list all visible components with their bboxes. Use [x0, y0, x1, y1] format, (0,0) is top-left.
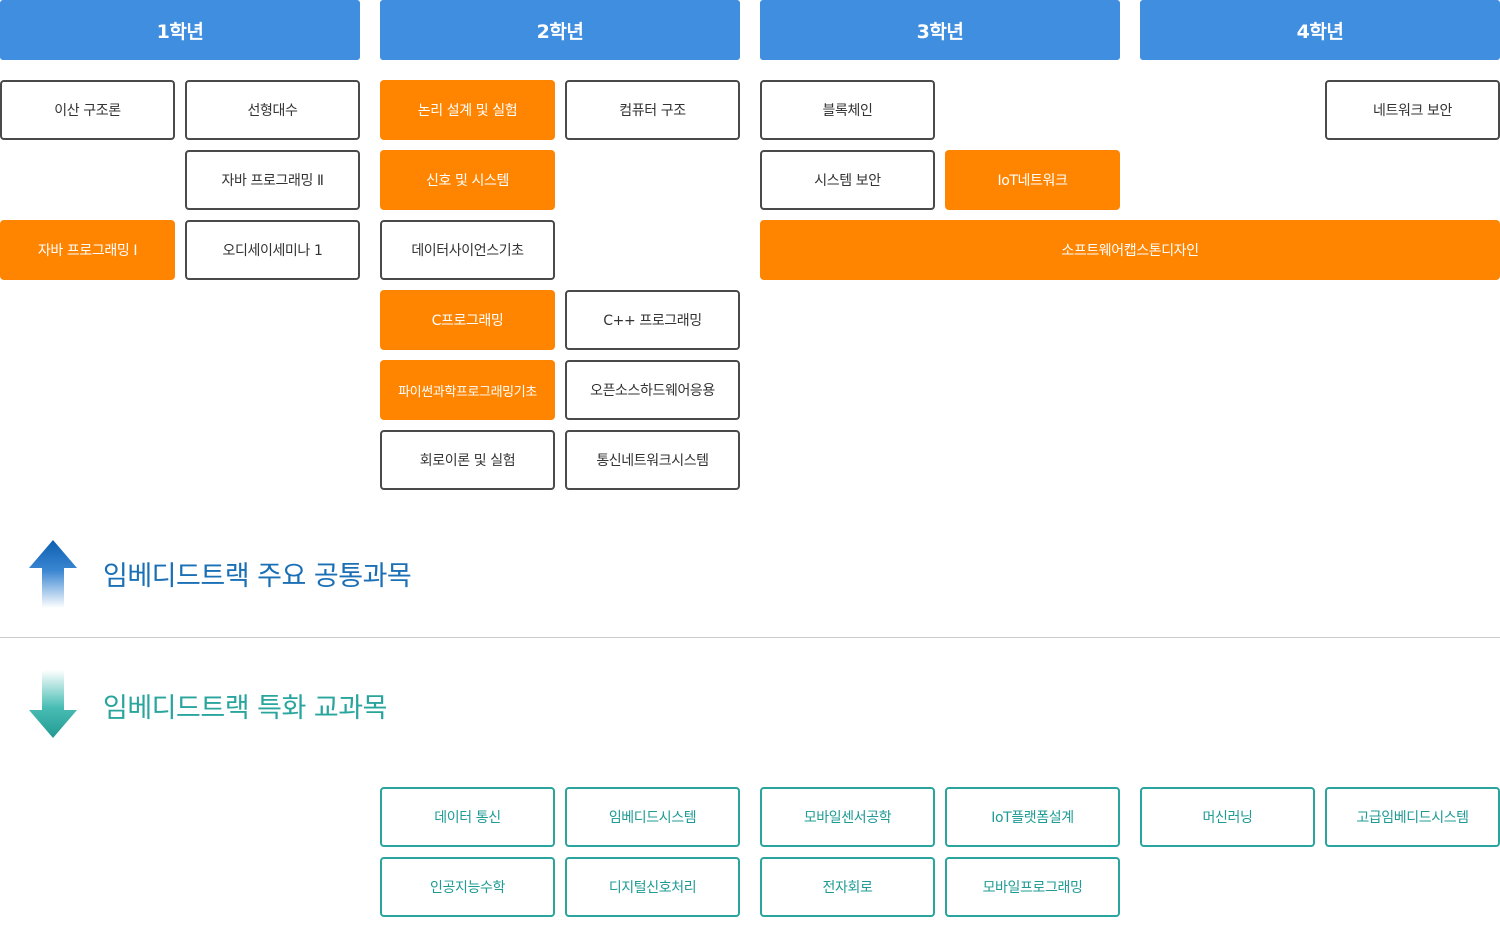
course-c-prog: C프로그래밍: [380, 290, 555, 350]
course-java2: 자바 프로그래밍 Ⅱ: [185, 150, 360, 210]
year-header-3: 3학년: [760, 0, 1120, 60]
arrow-up-icon: [29, 540, 77, 608]
course-comm-net: 통신네트워크시스템: [565, 430, 740, 490]
course-net-security: 네트워크 보안: [1325, 80, 1500, 140]
special-adv-embedded: 고급임베디드시스템: [1325, 787, 1500, 847]
course-comp-arch: 컴퓨터 구조: [565, 80, 740, 140]
special-mobile-prog: 모바일프로그래밍: [945, 857, 1120, 917]
legend-special-label: 임베디드트랙 특화 교과목: [103, 693, 387, 724]
course-capstone: 소프트웨어캡스톤디자인: [760, 220, 1500, 280]
course-blockchain: 블록체인: [760, 80, 935, 140]
course-logic-design: 논리 설계 및 실험: [380, 80, 555, 140]
special-data-comm: 데이터 통신: [380, 787, 555, 847]
course-python-sci: 파이썬과학프로그래밍기초: [380, 360, 555, 420]
course-circuit: 회로이론 및 실험: [380, 430, 555, 490]
course-signals: 신호 및 시스템: [380, 150, 555, 210]
course-audio-seminar: 오디세이세미나 1: [185, 220, 360, 280]
year-header-1: 1학년: [0, 0, 360, 60]
course-data-science: 데이터사이언스기초: [380, 220, 555, 280]
year-header-4: 4학년: [1140, 0, 1500, 60]
course-open-hw: 오픈소스하드웨어응용: [565, 360, 740, 420]
legend-common-label: 임베디드트랙 주요 공통과목: [103, 561, 412, 592]
legend-special: 임베디드트랙 특화 교과목: [28, 670, 448, 740]
course-linear-algebra: 선형대수: [185, 80, 360, 140]
special-ai-math: 인공지능수학: [380, 857, 555, 917]
course-discrete: 이산 구조론: [0, 80, 175, 140]
special-embedded-sys: 임베디드시스템: [565, 787, 740, 847]
course-cpp-prog: C++ 프로그래밍: [565, 290, 740, 350]
arrow-down-icon: [29, 670, 77, 738]
course-sys-security: 시스템 보안: [760, 150, 935, 210]
year-header-2: 2학년: [380, 0, 740, 60]
course-java1: 자바 프로그래밍 Ⅰ: [0, 220, 175, 280]
special-mobile-sensor: 모바일센서공학: [760, 787, 935, 847]
course-iot-net: IoT네트워크: [945, 150, 1120, 210]
special-electronic-circuit: 전자회로: [760, 857, 935, 917]
special-iot-platform: IoT플랫폼설계: [945, 787, 1120, 847]
section-divider: [0, 637, 1500, 638]
legend-common: 임베디드트랙 주요 공통과목: [28, 538, 448, 608]
special-dsp: 디지털신호처리: [565, 857, 740, 917]
special-ml: 머신러닝: [1140, 787, 1315, 847]
